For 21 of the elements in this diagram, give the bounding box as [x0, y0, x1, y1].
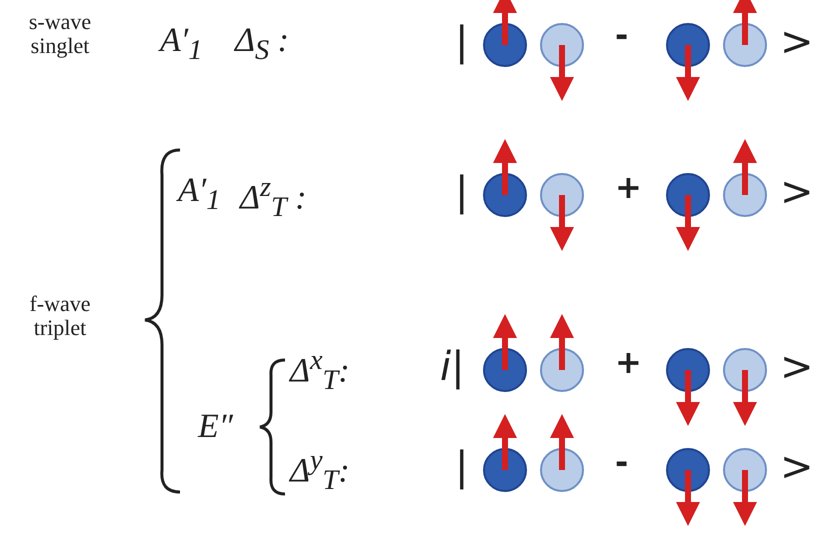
ket-bracket: i|	[440, 345, 465, 389]
irrep-symbol: E″	[198, 408, 233, 446]
sign: -	[615, 18, 628, 54]
ket-bracket: >	[780, 20, 814, 64]
sign: -	[615, 445, 628, 480]
gap-function: Δ$^{z}$$_{T}$ :	[240, 172, 307, 224]
wave-name: s-wave singlet	[28, 10, 92, 58]
wave-name: f-wave triplet	[28, 292, 92, 340]
sign: +	[615, 170, 642, 206]
ket-bracket: >	[780, 445, 814, 489]
sign: +	[615, 345, 642, 380]
gap-function: Δ$^{y}$$_{T}$:	[290, 445, 350, 496]
irrep-symbol: A′$_{1}$	[160, 22, 202, 66]
ket-bracket: |	[455, 445, 468, 489]
ket-bracket: |	[455, 20, 468, 64]
gap-function: Δ$^{x}$$_{T}$:	[290, 345, 350, 396]
irrep-symbol: A′$_{1}$	[178, 172, 220, 216]
ket-bracket: |	[455, 170, 468, 214]
gap-function: Δ$_{S}$ :	[235, 22, 289, 66]
ket-bracket: >	[780, 170, 814, 214]
ket-bracket: >	[780, 345, 814, 389]
